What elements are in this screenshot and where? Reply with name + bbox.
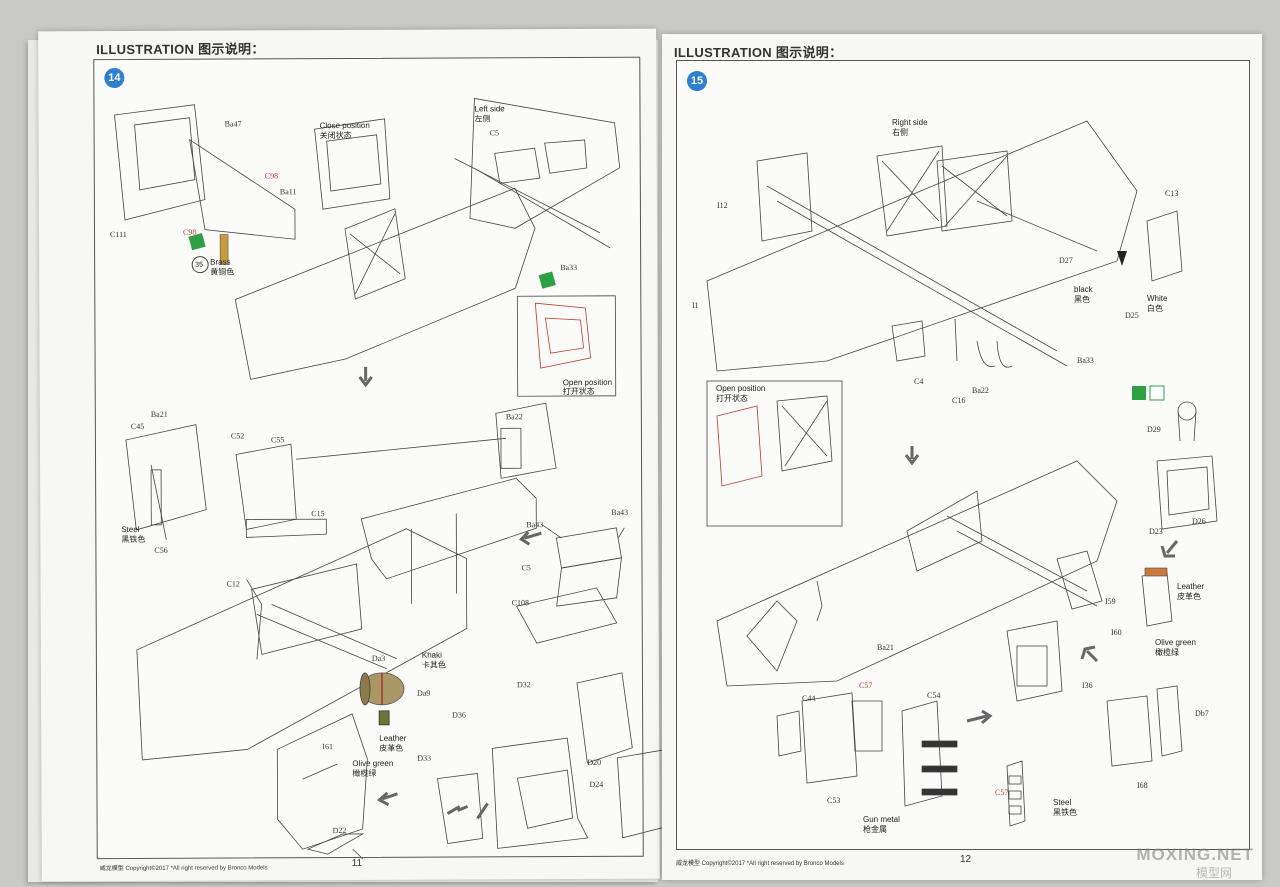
part-c16: C16 [952,396,966,405]
label-steel-cn: 黑铁色 [121,534,146,544]
part-d20: D20 [587,757,602,767]
part-ba47: Ba47 [224,119,242,129]
part-ba22: Ba22 [972,386,989,395]
part-d33: D33 [417,753,432,763]
part-ba33: Ba33 [560,263,578,273]
paint-number: 35 [195,261,203,269]
label-gun-metal: Gun metal [863,815,900,824]
label-right-side-cn: 右侧 [892,128,908,137]
label-olive-green-cn: 橄榄绿 [1155,648,1179,657]
site-watermark-cn: 模型网 [1195,866,1232,880]
part-i68: I68 [1137,781,1148,790]
part-c13: C13 [1165,189,1179,198]
part-c57-steel: C57 [995,788,1009,797]
page-footer: 威龙模型 Copyright©2017 *All right reserved … [99,865,268,873]
part-i60: I60 [1111,628,1122,637]
page-number: 12 [960,854,972,865]
illustration-frame: 15 [676,60,1250,850]
illustration-frame: 14 [93,56,684,860]
part-c4: C4 [914,377,924,386]
part-i36: I36 [1082,681,1093,690]
part-c5: C5 [489,128,499,138]
label-close-position-cn: 关闭状态 [319,130,352,141]
part-c111: C111 [110,229,127,240]
label-leather-cn: 皮革色 [379,743,404,753]
label-olive-green-cn: 橄榄绿 [352,768,377,778]
part-d26: D26 [1192,517,1206,526]
label-black: black [1074,285,1093,294]
part-c45: C45 [130,421,145,431]
label-brass-cn: 黄铜色 [210,267,235,277]
part-i1: I1 [692,301,699,310]
part-d36: D36 [452,710,466,720]
part-d29: D29 [1147,425,1161,434]
page-header: ILLUSTRATION 图示说明： [674,45,843,60]
label-steel-cn: 黑铁色 [1053,808,1077,817]
label-khaki: Khaki [421,650,442,660]
label-leather-cn: 皮革色 [1177,592,1201,601]
label-open-position-cn: 打开状态 [562,386,595,397]
label-leather: Leather [1177,582,1205,591]
part-d32: D32 [516,680,531,690]
part-c56: C56 [154,545,168,555]
part-d23: D23 [1149,527,1163,536]
part-i12: I12 [717,201,728,210]
part-c54: C54 [927,691,941,700]
label-black-cn: 黑色 [1074,295,1090,304]
label-gun-metal-cn: 枪金属 [863,825,887,834]
assembly-drawing-15 [706,120,1218,827]
label-brass: Brass [210,257,231,267]
part-d25: D25 [1125,311,1139,320]
part-ba22: Ba22 [505,412,523,422]
label-close-position: Close position [319,120,370,131]
label-khaki-cn: 卡其色 [421,660,446,670]
part-da3: Da3 [371,653,386,663]
part-ba11: Ba11 [279,187,297,197]
label-open-position: Open position [716,384,766,393]
part-ba33: Ba33 [1077,356,1094,365]
part-da9: Da9 [417,688,431,698]
page-footer: 威龙模型 Copyright©2017 *All right reserved … [676,861,844,867]
part-ba43-left: Ba43 [526,520,544,530]
part-c98-paint: C98 [183,227,197,237]
label-leather: Leather [379,733,407,743]
page-number: 11 [351,857,363,869]
label-steel: Steel [1053,798,1072,807]
part-c44: C44 [802,694,816,703]
part-c108: C108 [511,598,530,608]
label-steel: Steel [121,524,140,534]
part-d22: D22 [332,826,347,836]
right-page: ILLUSTRATION 图示说明： 15 [662,34,1262,880]
part-ba21: Ba21 [150,409,168,419]
part-c12: C12 [226,579,240,589]
label-right-side: Right side [892,118,928,127]
label-left-side: Left side [474,104,505,114]
part-c98: C98 [264,171,279,181]
label-olive-green: Olive green [352,758,394,768]
label-left-side-cn: 左侧 [474,114,491,124]
label-open-position-cn: 打开状态 [716,394,748,403]
part-d27: D27 [1059,256,1073,265]
left-page: ILLUSTRATION 图示说明： 14 [38,28,684,882]
site-watermark: MOXING.NET [1136,845,1254,864]
part-c55: C55 [270,435,285,445]
label-white-cn: 白色 [1147,304,1163,313]
part-ba21: Ba21 [877,643,894,652]
assembly-drawing-14 [114,97,684,860]
step-badge: 15 [687,71,707,91]
part-c52: C52 [230,431,245,441]
part-c15: C15 [311,509,325,519]
part-c57: C57 [859,681,873,690]
label-white: White [1147,294,1168,303]
part-i61: I61 [322,742,333,752]
label-olive-green: Olive green [1155,638,1196,647]
part-ba43-right: Ba43 [611,507,629,517]
part-c5-box: C5 [521,563,531,573]
part-i59: I59 [1105,597,1116,606]
part-d24: D24 [589,779,604,789]
part-db7: Db7 [1195,709,1209,718]
page-header: ILLUSTRATION 图示说明： [96,41,265,58]
part-c53: C53 [827,796,841,805]
